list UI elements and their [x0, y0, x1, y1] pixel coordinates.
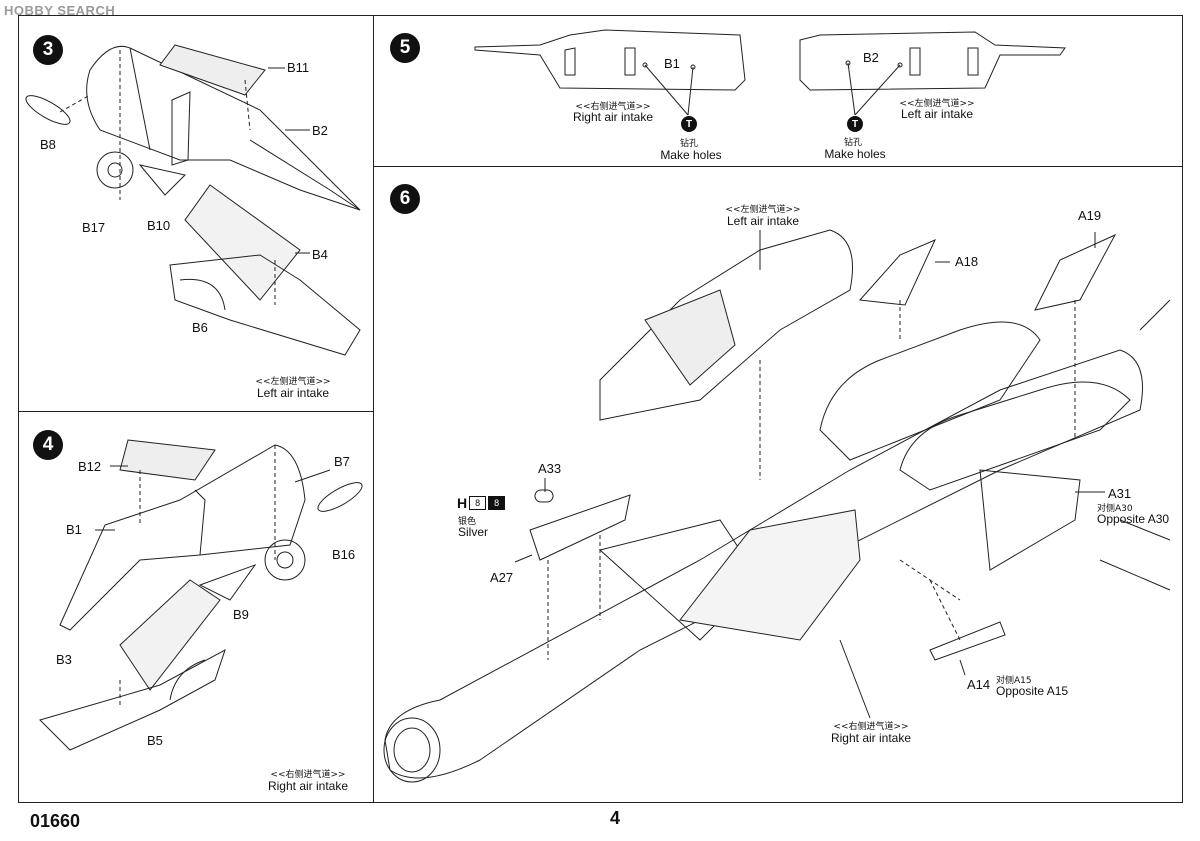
- part-label-a31: A31: [1108, 486, 1132, 501]
- part-label-a14-en: Opposite A15: [996, 684, 1069, 698]
- step-5-drawing: [474, 29, 1066, 116]
- part-label-b12: B12: [78, 459, 102, 474]
- step-5-left-note-en: Right air intake: [572, 110, 654, 124]
- part-label-b3: B3: [56, 652, 72, 667]
- step-6-number: 6: [390, 184, 420, 214]
- step-6-bottom-note-cn: <<右侧进气道>>: [833, 722, 909, 732]
- step-3-drawing: [25, 44, 361, 356]
- paint-color-en: Silver: [458, 525, 489, 539]
- step-6-drawing: [383, 229, 1171, 783]
- step-5-left-drill-en: Make holes: [660, 148, 722, 162]
- paint-code-1: 8: [469, 496, 487, 510]
- part-label-b10: B10: [147, 218, 171, 233]
- paint-code-2: 8: [488, 496, 506, 510]
- step-5-right-drill-en: Make holes: [824, 147, 886, 161]
- part-label-b1-step5: B1: [664, 56, 680, 71]
- step-6-top-note-en: Left air intake: [726, 214, 800, 228]
- step-5-right-note-cn: <<左侧进气道>>: [899, 99, 975, 109]
- paint-letter: H: [457, 495, 468, 511]
- part-label-a19: A19: [1078, 208, 1102, 223]
- part-label-a31-en: Opposite A30: [1097, 512, 1170, 526]
- part-label-b6: B6: [192, 320, 208, 335]
- step-3-number: 3: [33, 35, 63, 65]
- part-label-b16: B16: [332, 547, 356, 562]
- part-label-a33: A33: [538, 461, 562, 476]
- part-label-b8: B8: [40, 137, 56, 152]
- part-label-b7: B7: [334, 454, 350, 469]
- step-4-note-en: Right air intake: [267, 779, 349, 793]
- step-4-note-cn: <<右侧进气道>>: [270, 770, 346, 780]
- watermark: HOBBY SEARCH: [4, 3, 116, 18]
- part-label-b2: B2: [312, 123, 328, 138]
- step-5-left-note-cn: <<右侧进气道>>: [575, 102, 651, 112]
- step-3-note-en: Left air intake: [256, 386, 330, 400]
- part-label-a27: A27: [490, 570, 514, 585]
- step-6-bottom-note-en: Right air intake: [830, 731, 912, 745]
- part-label-b1: B1: [66, 522, 82, 537]
- step-4-drawing: [39, 439, 363, 751]
- step-6-panel: [373, 166, 1183, 803]
- page-number: 4: [610, 808, 621, 828]
- part-label-b11: B11: [287, 60, 310, 75]
- product-code: 01660: [30, 811, 81, 831]
- part-label-a18: A18: [955, 254, 979, 269]
- part-label-b2-step5: B2: [863, 50, 879, 65]
- part-label-a31-cn: 对侧A30: [1097, 504, 1133, 514]
- step-5-right-note-en: Left air intake: [900, 107, 974, 121]
- step-5-left-drill-cn: 钻孔: [679, 139, 699, 149]
- step-5-right-drill-cn: 钻孔: [843, 138, 863, 148]
- step-4-number: 4: [33, 430, 63, 460]
- part-label-b4: B4: [312, 247, 328, 262]
- step-5-number: 5: [390, 33, 420, 63]
- step-3-note-cn: <<左侧进气道>>: [255, 377, 331, 387]
- paint-callout: H 8 8: [457, 495, 506, 511]
- drill-icon-right: T: [847, 116, 863, 132]
- paint-color-cn: 银色: [458, 517, 477, 527]
- part-label-a14: A14: [967, 677, 991, 692]
- drill-icon-left: T: [681, 116, 697, 132]
- part-label-a14-cn: 对侧A15: [996, 676, 1032, 686]
- part-label-b5: B5: [147, 733, 163, 748]
- part-label-b17: B17: [82, 220, 106, 235]
- step-6-top-note-cn: <<左侧进气道>>: [725, 205, 801, 215]
- part-label-b9: B9: [233, 607, 249, 622]
